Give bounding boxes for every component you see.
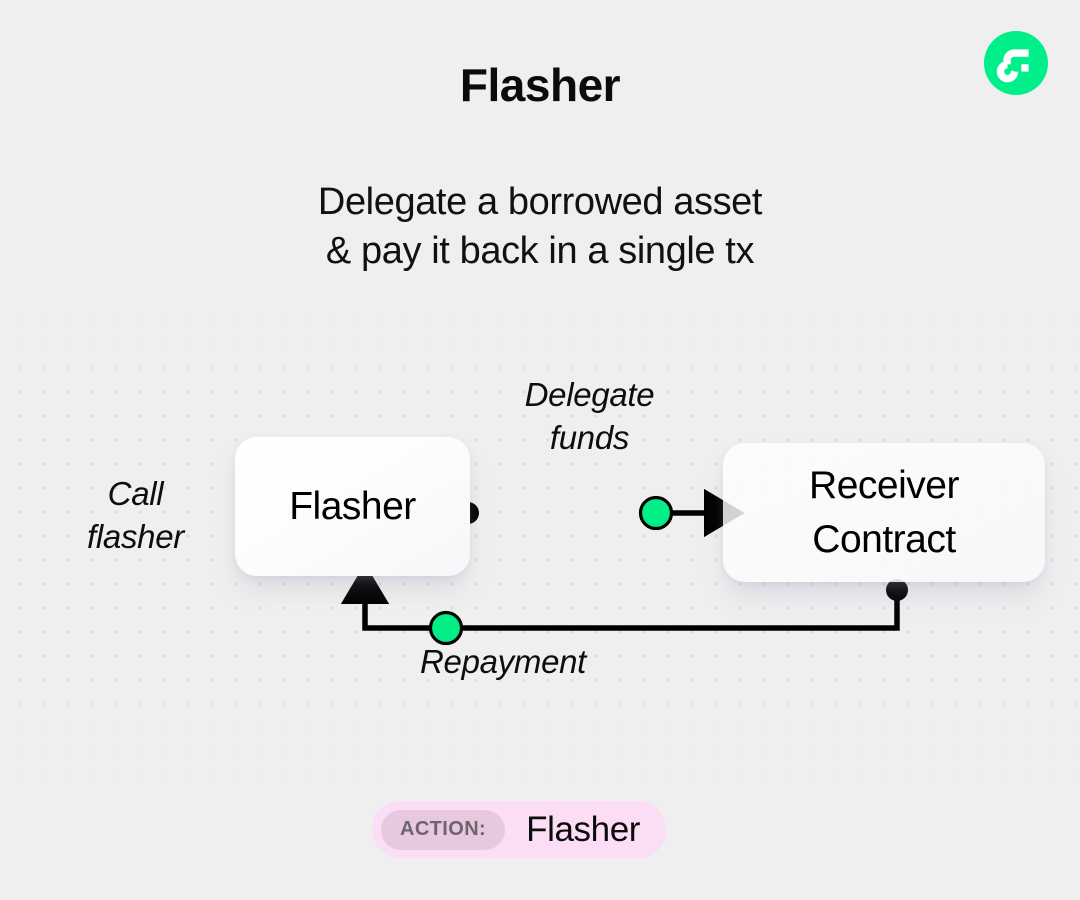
page-title: Flasher (459, 59, 621, 111)
edge-delegate-funds (457, 488, 745, 538)
edge-label-call-flasher: Call flasher (87, 475, 184, 555)
action-badge-label: ACTION: (381, 809, 506, 850)
node-flasher[interactable]: Flasher (235, 437, 470, 576)
node-receiver[interactable]: Receiver Contract (723, 443, 1045, 582)
green-token-dot (638, 495, 674, 531)
edge-repayment (340, 563, 908, 646)
edge-label-delegate-funds: Delegate funds (524, 376, 655, 456)
action-badge-value: Flasher (526, 809, 641, 849)
edge-label-repayment: Repayment (420, 643, 587, 680)
green-token-dot (428, 610, 464, 646)
page-subtitle: Delegate a borrowed asset & pay it back … (317, 181, 763, 272)
node-flasher-label: Flasher (289, 484, 416, 528)
action-badge: ACTION: Flasher (372, 801, 667, 858)
edge-source-dot (886, 579, 908, 601)
node-receiver-label: Receiver Contract (809, 463, 959, 561)
flow-logo-icon (984, 31, 1048, 95)
